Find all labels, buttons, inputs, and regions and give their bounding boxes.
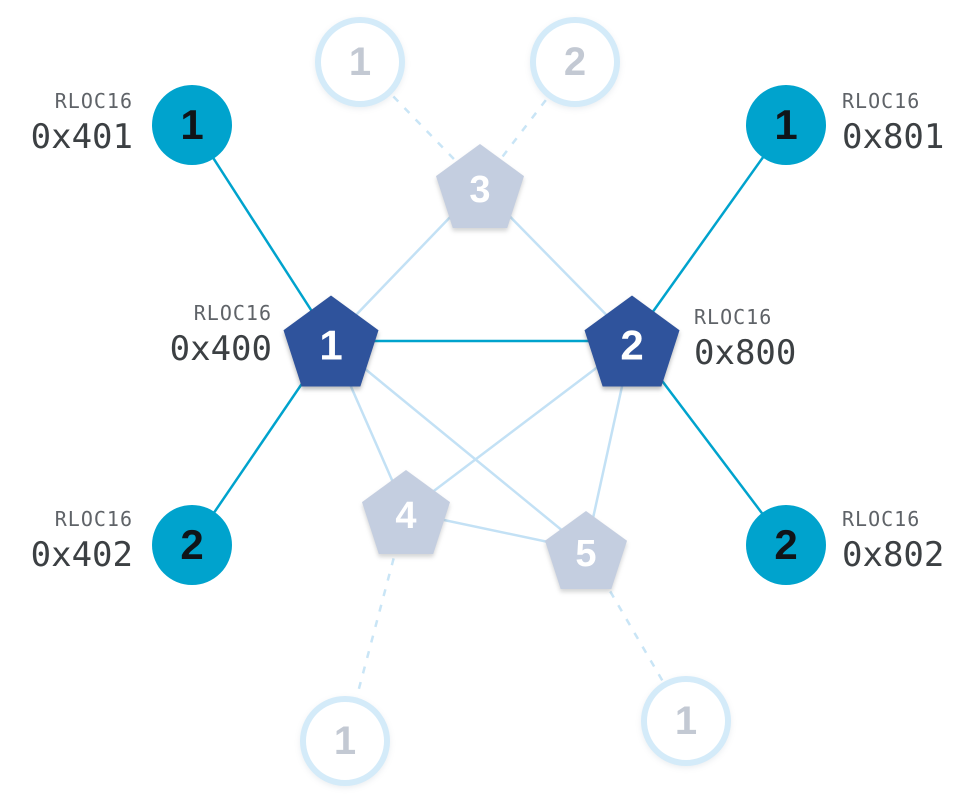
rloc16-caption: RLOC16 <box>842 507 921 531</box>
edge-child0x401-router1 <box>190 124 333 342</box>
faded-child-node-top-left: 1 <box>315 17 405 107</box>
edge-router2-router4 <box>405 340 633 513</box>
rloc16-caption: RLOC16 <box>54 89 133 113</box>
rloc16-address: 0x402 <box>30 535 133 575</box>
rloc16-caption: RLOC16 <box>842 89 921 113</box>
label-router-0x400: RLOC16 0x400 <box>170 300 272 370</box>
child-number: 1 <box>180 101 204 148</box>
rloc16-caption: RLOC16 <box>193 301 272 325</box>
rloc16-address: 0x802 <box>842 535 945 575</box>
child-number: 2 <box>180 521 204 568</box>
rloc16-address: 0x400 <box>169 329 272 369</box>
router-node-0x800: 2 <box>584 295 680 387</box>
label-child-0x401: RLOC16 0x401 <box>31 88 133 158</box>
child-number: 1 <box>674 698 698 743</box>
label-child-0x402: RLOC16 0x402 <box>31 506 133 576</box>
rloc16-address: 0x800 <box>694 333 797 373</box>
router-number: 3 <box>469 168 491 211</box>
faded-child-node-bottom-right: 1 <box>641 676 731 766</box>
router-node-4: 4 <box>362 470 450 554</box>
label-child-0x801: RLOC16 0x801 <box>842 88 944 158</box>
child-number: 1 <box>774 101 798 148</box>
child-number: 1 <box>348 39 372 84</box>
child-number: 2 <box>563 39 587 84</box>
rloc16-address: 0x801 <box>842 117 945 157</box>
router-node-3: 3 <box>436 144 524 228</box>
router-number: 4 <box>395 494 417 537</box>
rloc16-caption: RLOC16 <box>694 305 773 329</box>
child-node-0x801: 1 <box>746 85 826 165</box>
child-number: 2 <box>774 521 798 568</box>
edge-router1-router5 <box>330 340 587 551</box>
edge-child0x801-router2 <box>630 124 788 342</box>
rloc16-address: 0x401 <box>30 117 133 157</box>
label-child-0x802: RLOC16 0x802 <box>842 506 944 576</box>
child-node-0x802: 2 <box>746 505 826 585</box>
pentagon-icon: 2 <box>584 295 680 387</box>
pentagon-icon: 3 <box>436 144 524 228</box>
edge-fadedchild-topleft-router3 <box>359 61 481 187</box>
faded-child-node-top-right: 2 <box>530 17 620 107</box>
pentagon-icon: 1 <box>283 295 379 387</box>
router-node-5: 5 <box>545 511 627 589</box>
rloc16-caption: RLOC16 <box>54 507 133 531</box>
child-node-0x402: 2 <box>152 505 232 585</box>
child-node-0x401: 1 <box>152 85 232 165</box>
router-number: 1 <box>319 321 343 368</box>
router-number: 5 <box>575 532 597 575</box>
router-number: 2 <box>620 321 644 368</box>
pentagon-icon: 4 <box>362 470 450 554</box>
label-router-0x800: RLOC16 0x800 <box>694 304 796 374</box>
router-node-0x400: 1 <box>283 295 379 387</box>
faded-child-node-bottom-left: 1 <box>300 696 390 786</box>
child-number: 1 <box>333 718 357 763</box>
pentagon-icon: 5 <box>545 511 627 589</box>
